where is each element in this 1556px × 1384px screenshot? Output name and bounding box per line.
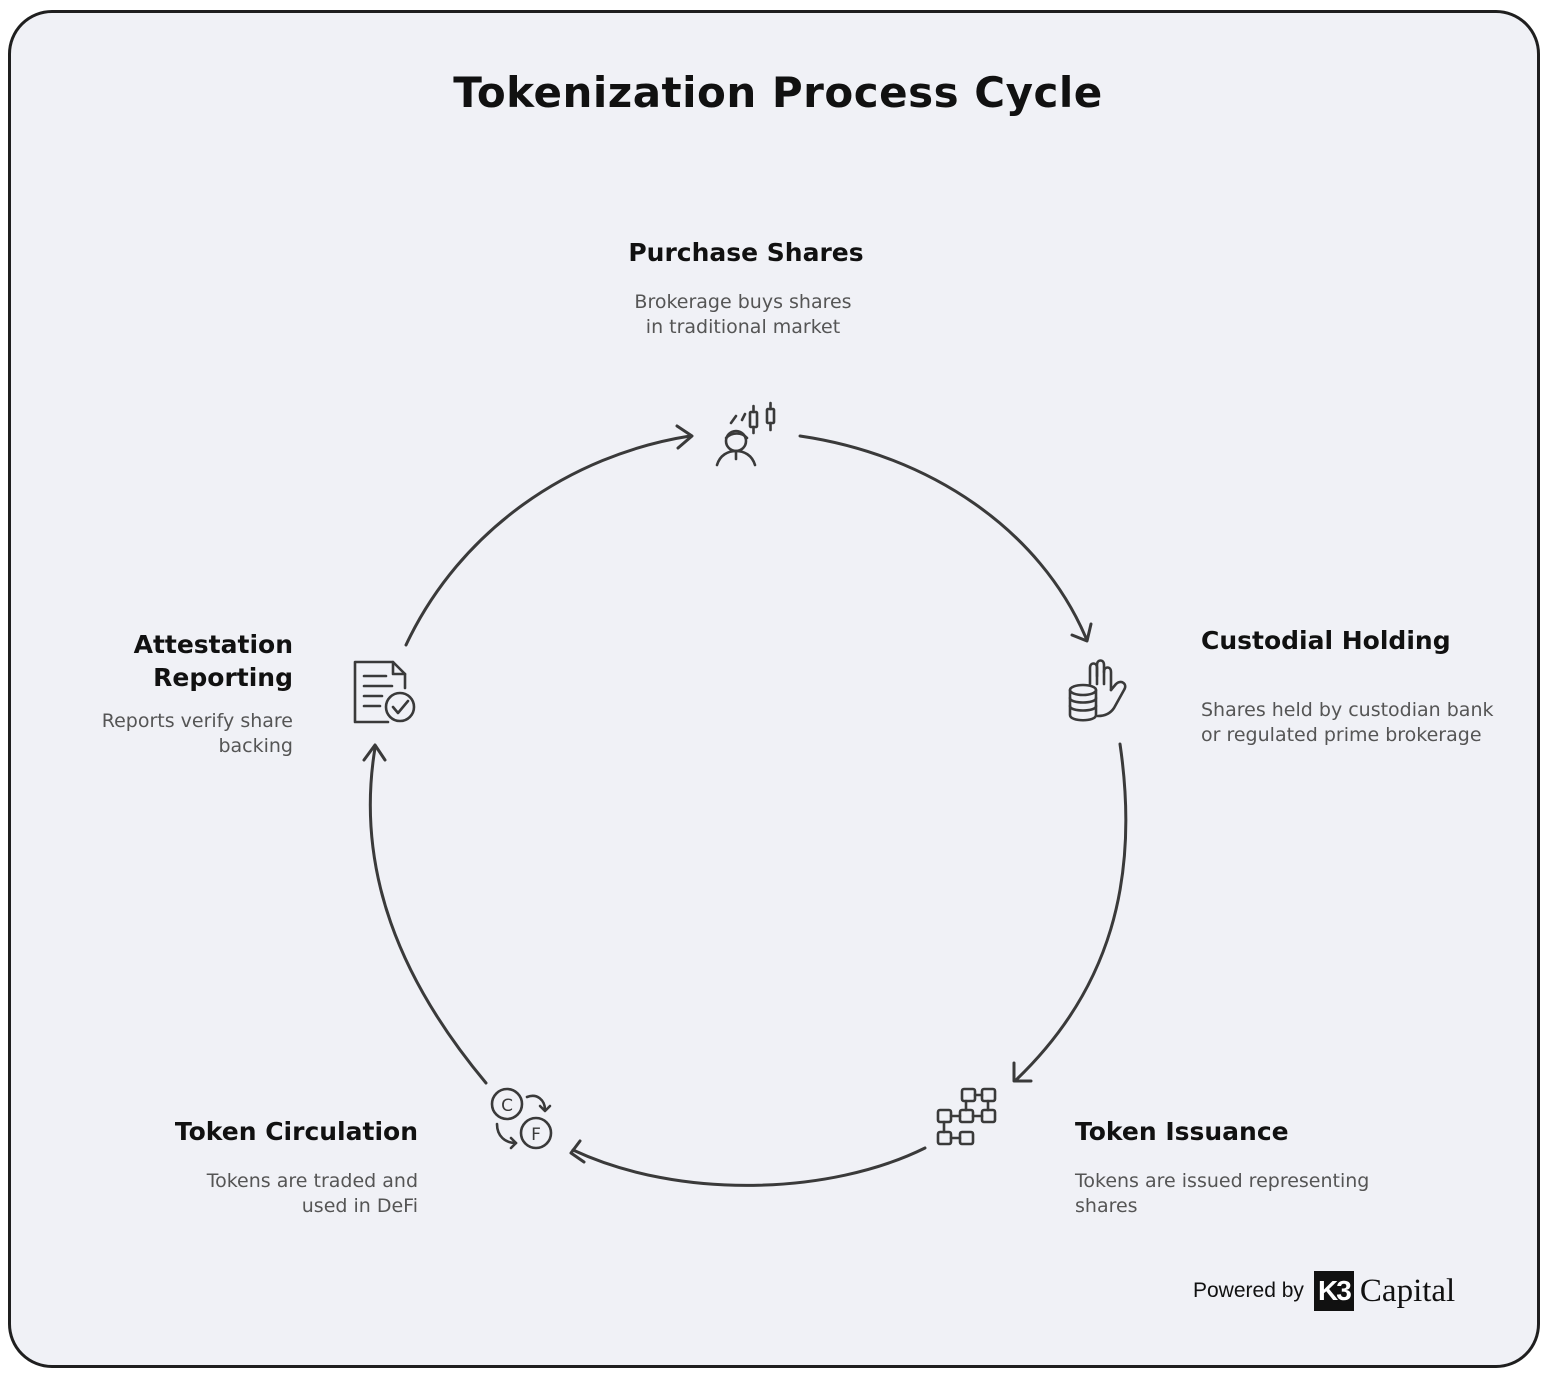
step-title-line: Attestation bbox=[133, 630, 293, 659]
step-desc-line: or regulated prime brokerage bbox=[1201, 724, 1482, 746]
arrow-attestation-to-purchase bbox=[404, 434, 692, 647]
step-title-purchase: Purchase Shares bbox=[628, 238, 864, 267]
step-title-line: Reporting bbox=[153, 663, 293, 692]
step-desc-attestation: Reports verify share backing bbox=[40, 709, 293, 759]
step-desc-line: shares bbox=[1075, 1195, 1138, 1217]
step-desc-line: used in DeFi bbox=[301, 1195, 418, 1217]
powered-by-footer: Powered by K3 Capital bbox=[1193, 1271, 1456, 1311]
arrowhead-attestation bbox=[362, 743, 387, 762]
arrowhead-custodial bbox=[1070, 622, 1093, 643]
trader-chart-icon bbox=[715, 401, 776, 467]
document-check-icon bbox=[353, 660, 416, 724]
step-title-circulation: Token Circulation bbox=[174, 1117, 418, 1146]
diagram-card bbox=[8, 10, 1540, 1368]
powered-by-label: Powered by bbox=[1193, 1279, 1304, 1302]
step-desc-line: Reports verify share bbox=[101, 710, 293, 732]
step-desc-line: Tokens are traded and bbox=[206, 1170, 418, 1192]
arrowhead-purchase bbox=[675, 424, 694, 450]
k3-logo-text: Capital bbox=[1359, 1272, 1456, 1309]
k3-logo-mark: K3 bbox=[1313, 1271, 1354, 1311]
step-title-custodial: Custodial Holding bbox=[1201, 626, 1451, 655]
step-desc-line: Shares held by custodian bank bbox=[1201, 699, 1494, 721]
arrow-custodial-to-issuance bbox=[1014, 742, 1128, 1082]
arrowhead-circulation bbox=[569, 1139, 586, 1164]
step-desc-line: Tokens are issued representing bbox=[1075, 1170, 1370, 1192]
blocks-grid-icon bbox=[936, 1087, 997, 1146]
step-desc-custodial: Shares held by custodian bank or regulat… bbox=[1201, 698, 1531, 748]
step-desc-line: in traditional market bbox=[645, 316, 841, 338]
step-desc-issuance: Tokens are issued representing shares bbox=[1075, 1169, 1435, 1219]
fahrenheit-glyph: F bbox=[531, 1125, 541, 1145]
arrow-issuance-to-circulation bbox=[571, 1146, 927, 1187]
step-desc-line: backing bbox=[218, 735, 293, 757]
diagram-title: Tokenization Process Cycle bbox=[453, 68, 1103, 117]
arrowhead-issuance bbox=[1012, 1061, 1033, 1083]
arrow-circulation-to-attestation bbox=[368, 746, 488, 1085]
step-desc-circulation: Tokens are traded and used in DeFi bbox=[120, 1169, 418, 1219]
arrow-purchase-to-custodial bbox=[798, 434, 1088, 640]
celsius-glyph: C bbox=[501, 1096, 513, 1116]
step-title-attestation: Attestation Reporting bbox=[60, 628, 293, 694]
step-desc-line: Brokerage buys shares bbox=[634, 291, 852, 313]
currency-exchange-icon bbox=[490, 1087, 553, 1150]
step-title-issuance: Token Issuance bbox=[1075, 1117, 1289, 1146]
step-desc-purchase: Brokerage buys shares in traditional mar… bbox=[570, 290, 916, 340]
hand-coins-icon bbox=[1068, 659, 1127, 722]
